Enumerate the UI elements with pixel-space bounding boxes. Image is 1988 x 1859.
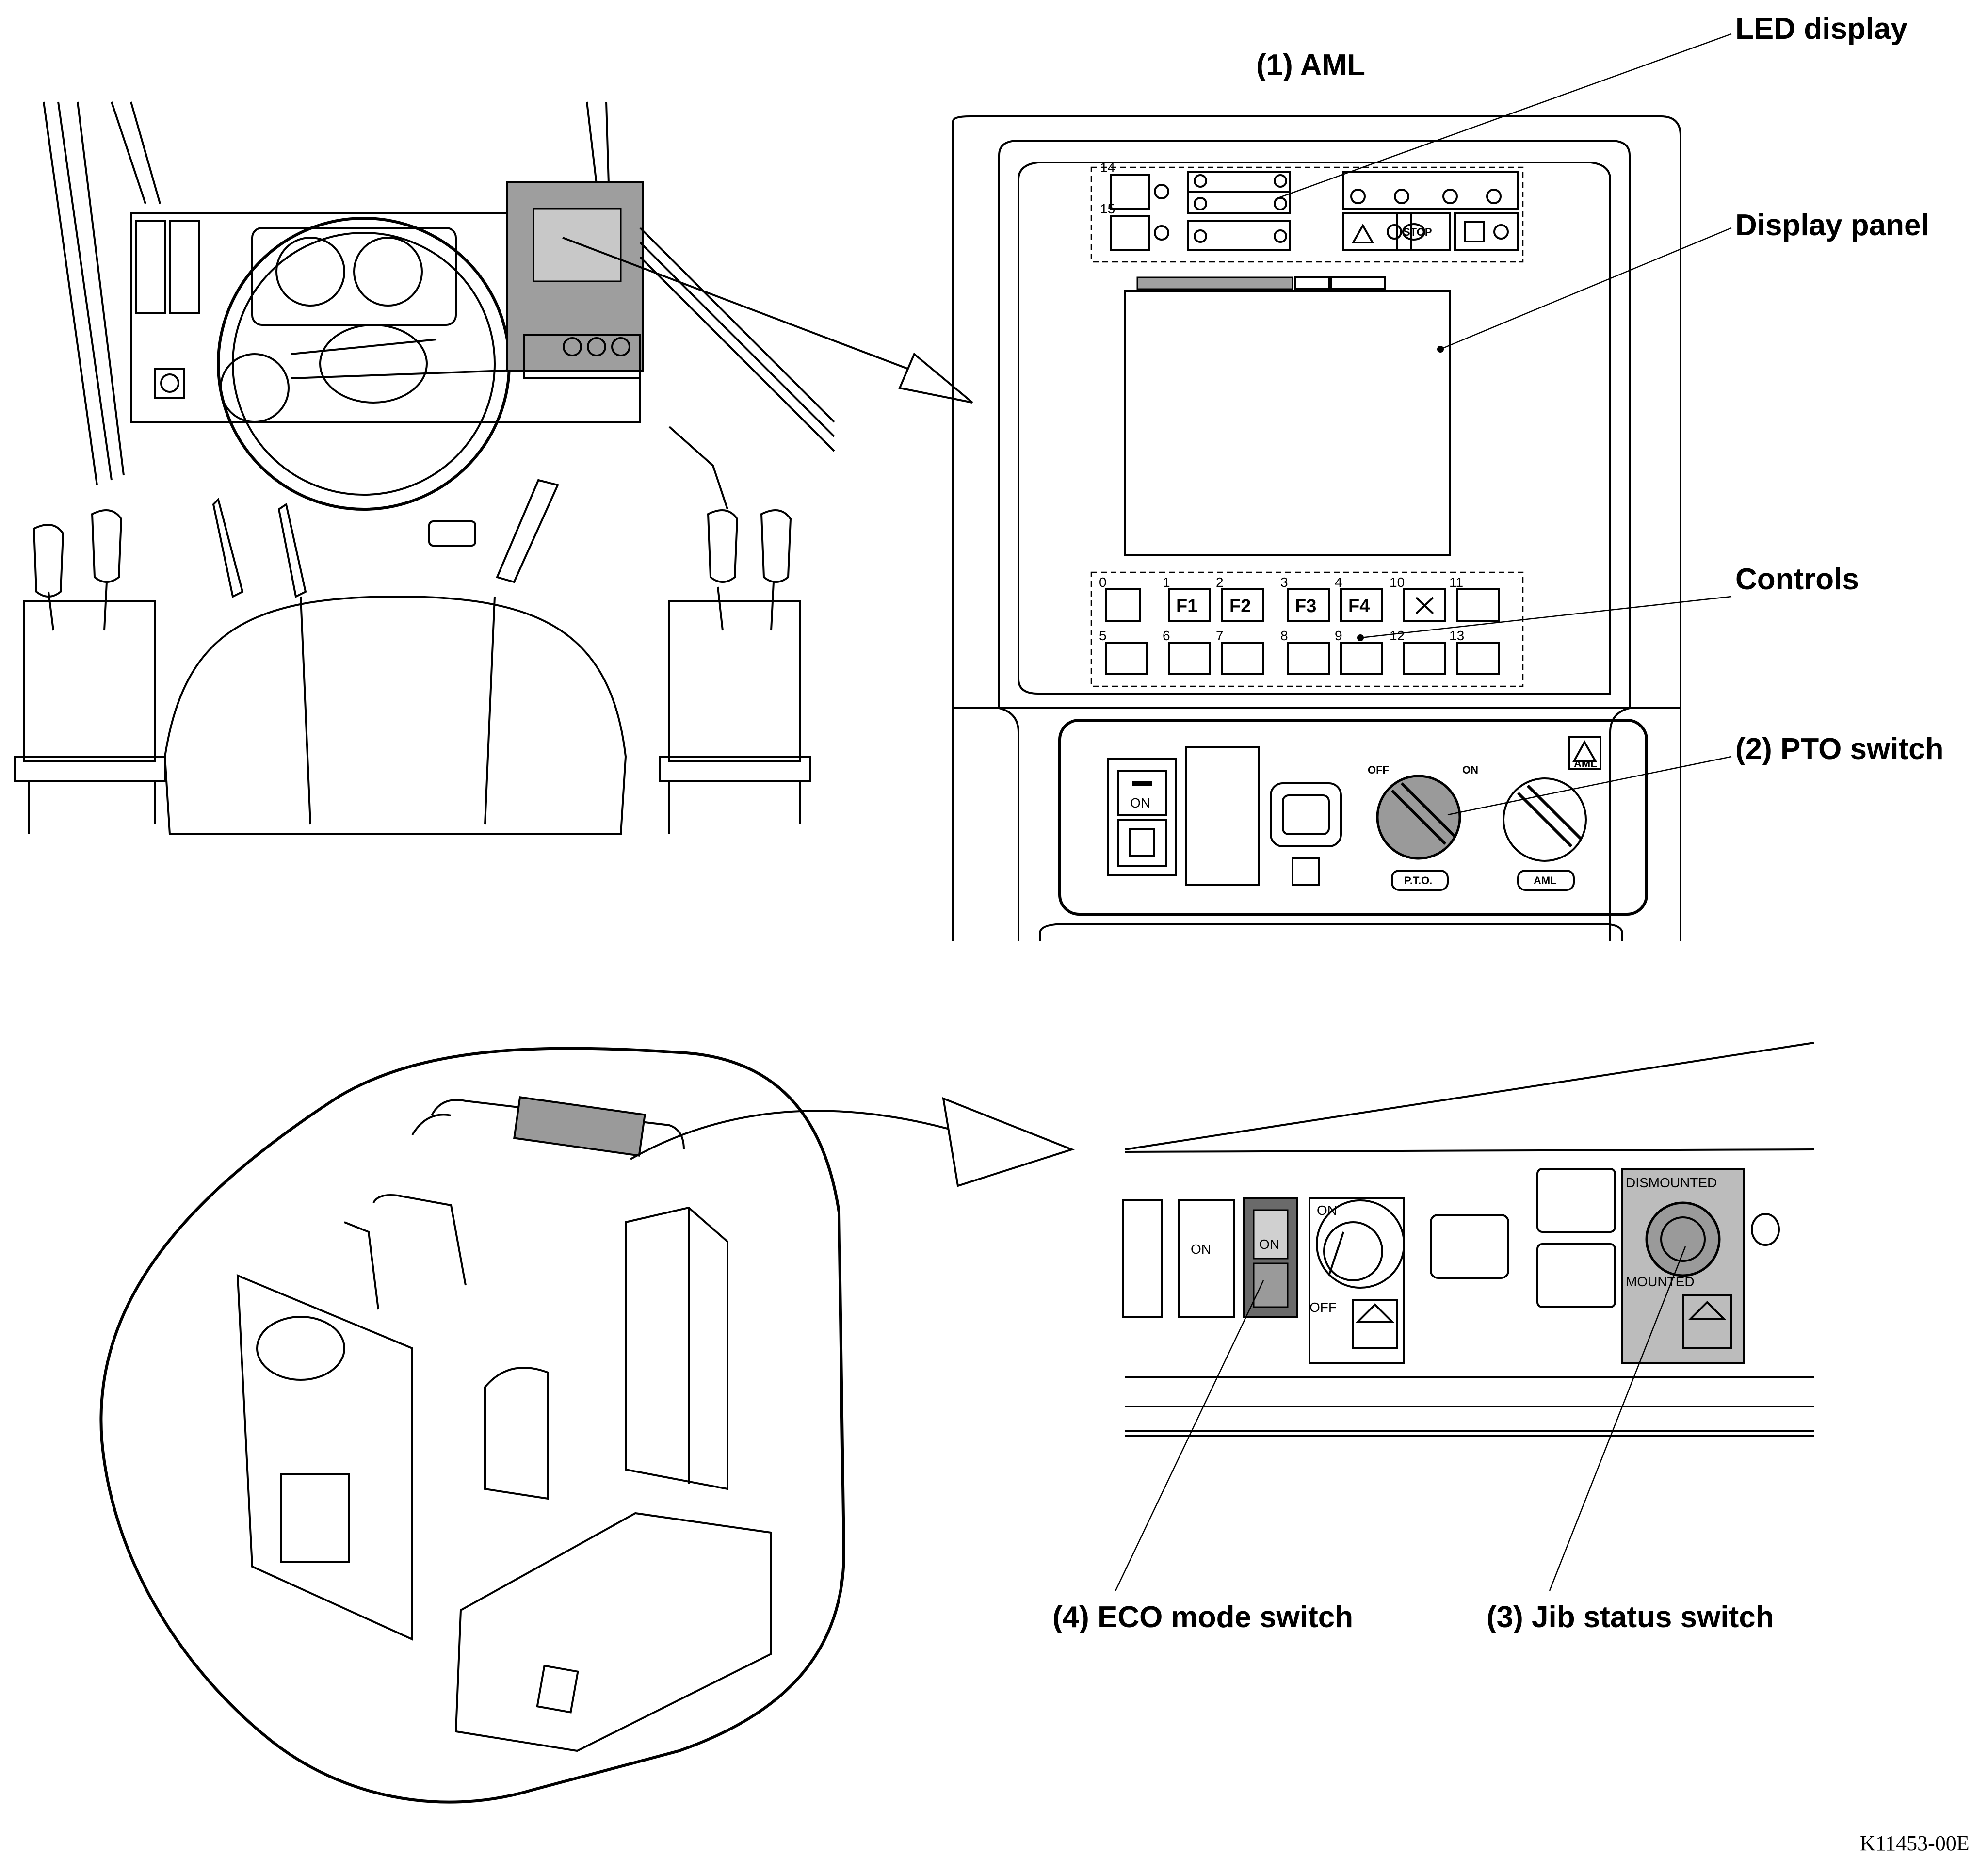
pto-on-label: ON <box>1462 764 1478 776</box>
display-panel-screen <box>1124 276 1451 556</box>
key-number-1: 1 <box>1163 575 1170 590</box>
aml-sign-label: AML <box>1574 758 1597 770</box>
key-8[interactable] <box>1287 642 1330 675</box>
cab-isometric-view <box>99 1047 846 1804</box>
key-f3[interactable] <box>1287 588 1330 622</box>
controls-keypad: 0 1 2 3 4 10 11 F1 F2 F3 F4 5 6 7 8 9 12 <box>1099 575 1500 675</box>
eco-mode-switch-label: (4) ECO mode switch <box>1052 1600 1353 1634</box>
display-panel-label: Display panel <box>1735 209 1929 242</box>
key-number-4: 4 <box>1335 575 1342 590</box>
stop-label: STOP <box>1403 226 1432 238</box>
aml-knob[interactable] <box>1503 777 1587 862</box>
key-number-5: 5 <box>1099 628 1107 643</box>
switch-on-label-2: ON <box>1191 1242 1211 1257</box>
right-joysticks <box>659 426 811 834</box>
key-number-7: 7 <box>1216 628 1224 643</box>
led-number-14: 14 <box>1100 160 1115 175</box>
key-number-8: 8 <box>1280 628 1288 643</box>
key-switch-plate <box>1309 1197 1405 1364</box>
key-number-0: 0 <box>1099 575 1107 590</box>
key-f3-label: F3 <box>1295 596 1316 616</box>
dismounted-label: DISMOUNTED <box>1626 1175 1717 1190</box>
key-number-2: 2 <box>1216 575 1224 590</box>
key-number-9: 9 <box>1335 628 1342 643</box>
key-number-10: 10 <box>1390 575 1405 590</box>
jib-status-switch-label: (3) Jib status switch <box>1487 1600 1774 1634</box>
key-number-6: 6 <box>1163 628 1170 643</box>
led-display: 14 15 STOP <box>1100 160 1519 251</box>
pto-aml-switch-panel: ON OFF ON P.T.O. AML AML <box>1058 719 1648 916</box>
key-f2[interactable] <box>1221 588 1264 622</box>
jib-status-switch[interactable] <box>1645 1201 1721 1277</box>
key-0[interactable] <box>1105 588 1141 622</box>
key-number-12: 12 <box>1390 628 1405 643</box>
key-f1[interactable] <box>1168 588 1211 622</box>
figure-code: K11453-00E <box>1860 1831 1970 1855</box>
key-f1-label: F1 <box>1176 596 1197 616</box>
key-number-13: 13 <box>1449 628 1464 643</box>
key-f4[interactable] <box>1340 588 1383 622</box>
eco-switch-on-label: ON <box>1259 1237 1279 1252</box>
key-7[interactable] <box>1221 642 1264 675</box>
key-cancel[interactable] <box>1403 588 1446 622</box>
key-number-11: 11 <box>1449 575 1463 590</box>
key-9[interactable] <box>1340 642 1383 675</box>
cab-interior-view <box>14 101 835 835</box>
on-switch-label: ON <box>1130 795 1150 810</box>
pto-label: P.T.O. <box>1404 874 1432 887</box>
led-display-label: LED display <box>1735 12 1907 46</box>
pto-switch-label: (2) PTO switch <box>1735 732 1944 766</box>
controls-label: Controls <box>1735 563 1859 596</box>
key-f4-label: F4 <box>1348 596 1370 616</box>
aml-title: (1) AML <box>1256 48 1365 82</box>
left-joysticks <box>14 509 166 834</box>
key-number-3: 3 <box>1280 575 1288 590</box>
key-6[interactable] <box>1168 642 1211 675</box>
key-5[interactable] <box>1105 642 1148 675</box>
led-number-15: 15 <box>1100 201 1115 216</box>
key-12[interactable] <box>1403 642 1446 675</box>
dash-switch-closeup: ON ON ON OFF DISMOUNTED MOUNTED <box>1122 1042 1814 1437</box>
key-f2-label: F2 <box>1229 596 1251 616</box>
key-11[interactable] <box>1456 588 1500 622</box>
key-13[interactable] <box>1456 642 1500 675</box>
pto-off-label: OFF <box>1368 764 1389 776</box>
aml-panel: (1) AML 14 15 <box>952 48 1681 941</box>
key-off-label: OFF <box>1309 1300 1337 1315</box>
aml-key-label: AML <box>1534 874 1557 887</box>
